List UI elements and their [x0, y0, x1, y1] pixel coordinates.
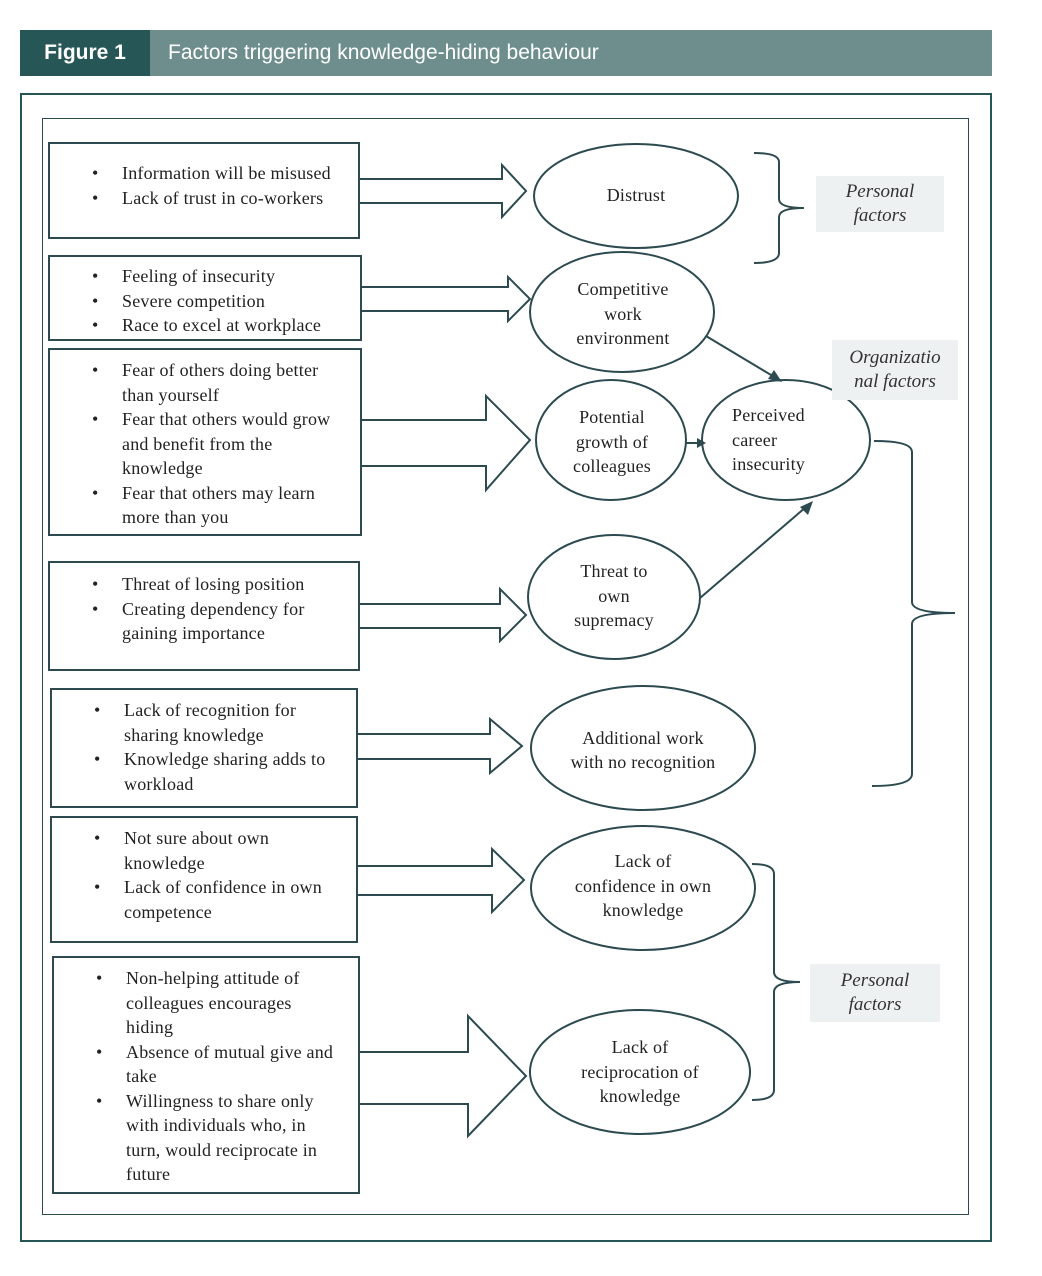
cause-item: Not sure about own knowledge [94, 826, 304, 875]
cause-item: Non-helping attitude of colleagues encou… [96, 966, 326, 1040]
cause-item: Severe competition [92, 289, 360, 314]
cause-item: Fear of others doing better than yoursel… [92, 358, 342, 407]
connector-competitive-career [705, 335, 777, 379]
node-label-reciprocation: Lack of reciprocation of knowledge [581, 1037, 699, 1107]
cause-item: Information will be misused [92, 161, 358, 186]
figure-header: Figure 1 Factors triggering knowledge-hi… [20, 30, 992, 76]
block-arrow-2 [359, 274, 532, 324]
node-growth [535, 379, 687, 501]
cause-item: Absence of mutual give and take [96, 1040, 352, 1089]
cause-box-distrust: Information will be misused Lack of trus… [48, 142, 360, 239]
cause-item: Fear that others would grow and benefit … [92, 407, 350, 481]
node-label-confidence: Lack of confidence in own knowledge [574, 851, 712, 921]
node-distrust [533, 143, 739, 249]
figure-title: Factors triggering knowledge-hiding beha… [168, 41, 599, 64]
brace-personal-top [753, 152, 805, 264]
node-reciprocation [529, 1009, 751, 1135]
arrowhead-competitive-career [768, 370, 782, 382]
arrowhead-growth-career [697, 438, 706, 448]
cause-box-competition: Feeling of insecurity Severe competition… [48, 255, 362, 341]
cause-item: Lack of confidence in own competence [94, 875, 346, 924]
node-label-additional: Additional work with no recognition [570, 727, 716, 773]
arrowhead-supremacy-career [800, 501, 813, 515]
brace-personal-bottom [751, 863, 801, 1101]
cause-item: Fear that others may learn more than you [92, 481, 344, 530]
cause-item: Threat of losing position [92, 572, 358, 597]
node-confidence [530, 825, 756, 951]
node-label-competitive: Competitive work environment [576, 279, 670, 349]
group-label-organizational: Organizational factors [832, 340, 958, 400]
node-competitive [529, 251, 715, 373]
node-label-supremacy: Threat to own supremacy [574, 561, 654, 631]
cause-box-growth: Fear of others doing better than yoursel… [48, 348, 362, 536]
cause-box-reciprocation: Non-helping attitude of colleagues encou… [52, 956, 360, 1194]
cause-item: Lack of trust in co-workers [92, 186, 358, 211]
cause-item: Race to excel at workplace [92, 313, 360, 338]
block-arrow-4 [357, 586, 528, 644]
node-label-career: Perceived career insecurity [732, 405, 805, 475]
block-arrow-1 [357, 162, 528, 220]
block-arrow-6 [355, 846, 526, 915]
figure-label: Figure 1 [20, 30, 150, 76]
cause-item: Feeling of insecurity [92, 264, 360, 289]
node-career [701, 379, 871, 501]
group-label-personal-bottom: Personal factors [810, 964, 940, 1022]
cause-item: Lack of recognition for sharing knowledg… [94, 698, 324, 747]
group-label-personal-top: Personal factors [816, 176, 944, 232]
diagram-frame [42, 118, 969, 1215]
block-arrow-5 [355, 716, 524, 776]
figure-frame [20, 93, 992, 1242]
block-arrow-7 [357, 1013, 528, 1139]
cause-item: Willingness to share only with individua… [96, 1089, 340, 1187]
node-additional [530, 685, 756, 811]
cause-box-confidence: Not sure about own knowledge Lack of con… [50, 816, 358, 943]
brace-organizational [871, 440, 956, 787]
block-arrow-3 [359, 393, 532, 493]
cause-box-supremacy: Threat of losing position Creating depen… [48, 561, 360, 671]
connector-supremacy-career [699, 506, 807, 599]
cause-box-additional: Lack of recognition for sharing knowledg… [50, 688, 358, 808]
cause-item: Knowledge sharing adds to workload [94, 747, 346, 796]
cause-item: Creating dependency for gaining importan… [92, 597, 332, 646]
node-label-distrust: Distrust [606, 184, 666, 205]
node-label-growth: Potential growth of colleagues [573, 407, 651, 477]
